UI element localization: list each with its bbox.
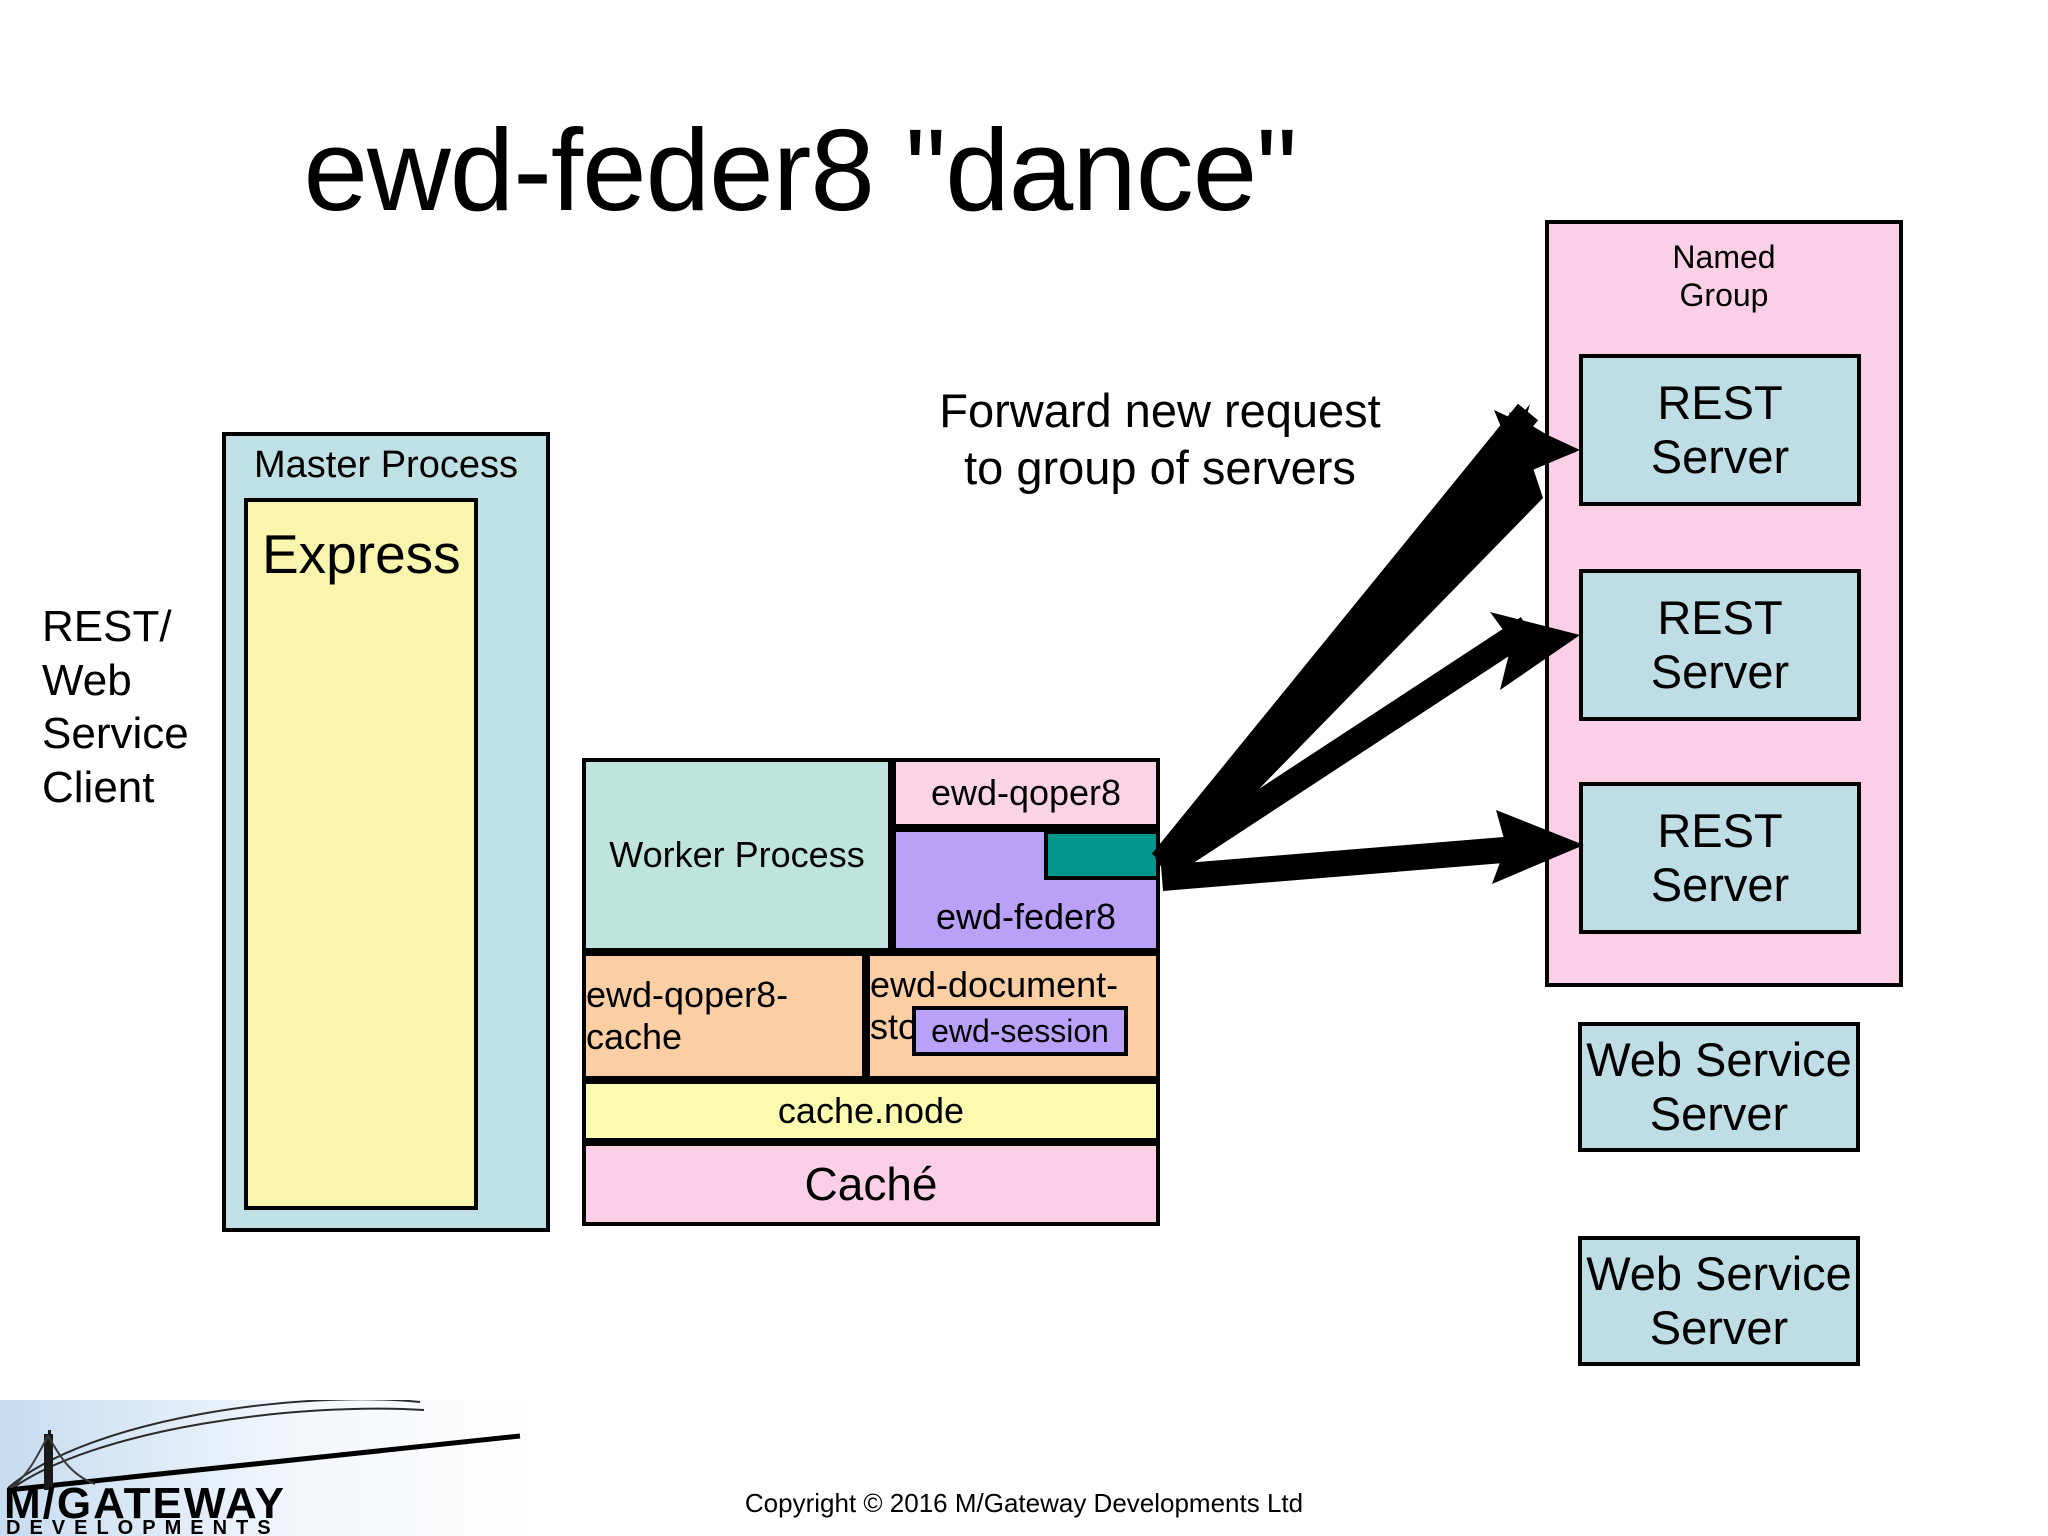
ewd-feder8-active-request-box <box>1044 830 1160 880</box>
web-service-server-box: Web Service Server <box>1578 1022 1860 1152</box>
worker-process-stack: Worker Process ewd-qoper8 ewd-feder8 ewd… <box>582 758 1160 1226</box>
named-group-label: Named Group <box>1672 239 1776 314</box>
ewd-qoper8-box: ewd-qoper8 <box>892 758 1160 828</box>
rest-server-box: REST Server <box>1579 354 1861 506</box>
named-group-box: Named Group REST Server REST Server REST… <box>1545 220 1903 987</box>
cache-node-box: cache.node <box>582 1080 1160 1142</box>
logo-artwork: M/GATEWAY DEVELOPMENTS <box>0 1400 540 1536</box>
express-label: Express <box>262 523 461 585</box>
logo-sub-text: DEVELOPMENTS <box>6 1517 280 1536</box>
arrow-to-rest-server-3 <box>1160 810 1584 891</box>
rest-server-box: REST Server <box>1579 782 1861 934</box>
forward-request-caption: Forward new request to group of servers <box>939 384 1381 495</box>
logo-brand-text: M/GATEWAY <box>4 1479 286 1528</box>
mgateway-logo: M/GATEWAY DEVELOPMENTS <box>0 1400 540 1536</box>
worker-process-box: Worker Process <box>582 758 892 952</box>
ewd-session-box: ewd-session <box>912 1006 1128 1056</box>
page-title: ewd-feder8 "dance" <box>303 105 1298 235</box>
express-box: Express <box>244 498 478 1210</box>
master-process-box: Master Process Express <box>222 432 550 1232</box>
web-service-server-box: Web Service Server <box>1578 1236 1860 1366</box>
copyright-text: Copyright © 2016 M/Gateway Developments … <box>744 1488 1304 1518</box>
arrow-to-rest-server-2 <box>1154 612 1580 879</box>
rest-server-box: REST Server <box>1579 569 1861 721</box>
rest-web-service-client-label: REST/ Web Service Client <box>42 602 189 813</box>
master-process-label: Master Process <box>254 444 518 486</box>
cache-database-box: Caché <box>582 1142 1160 1226</box>
ewd-qoper8-cache-box: ewd-qoper8-cache <box>582 952 866 1080</box>
